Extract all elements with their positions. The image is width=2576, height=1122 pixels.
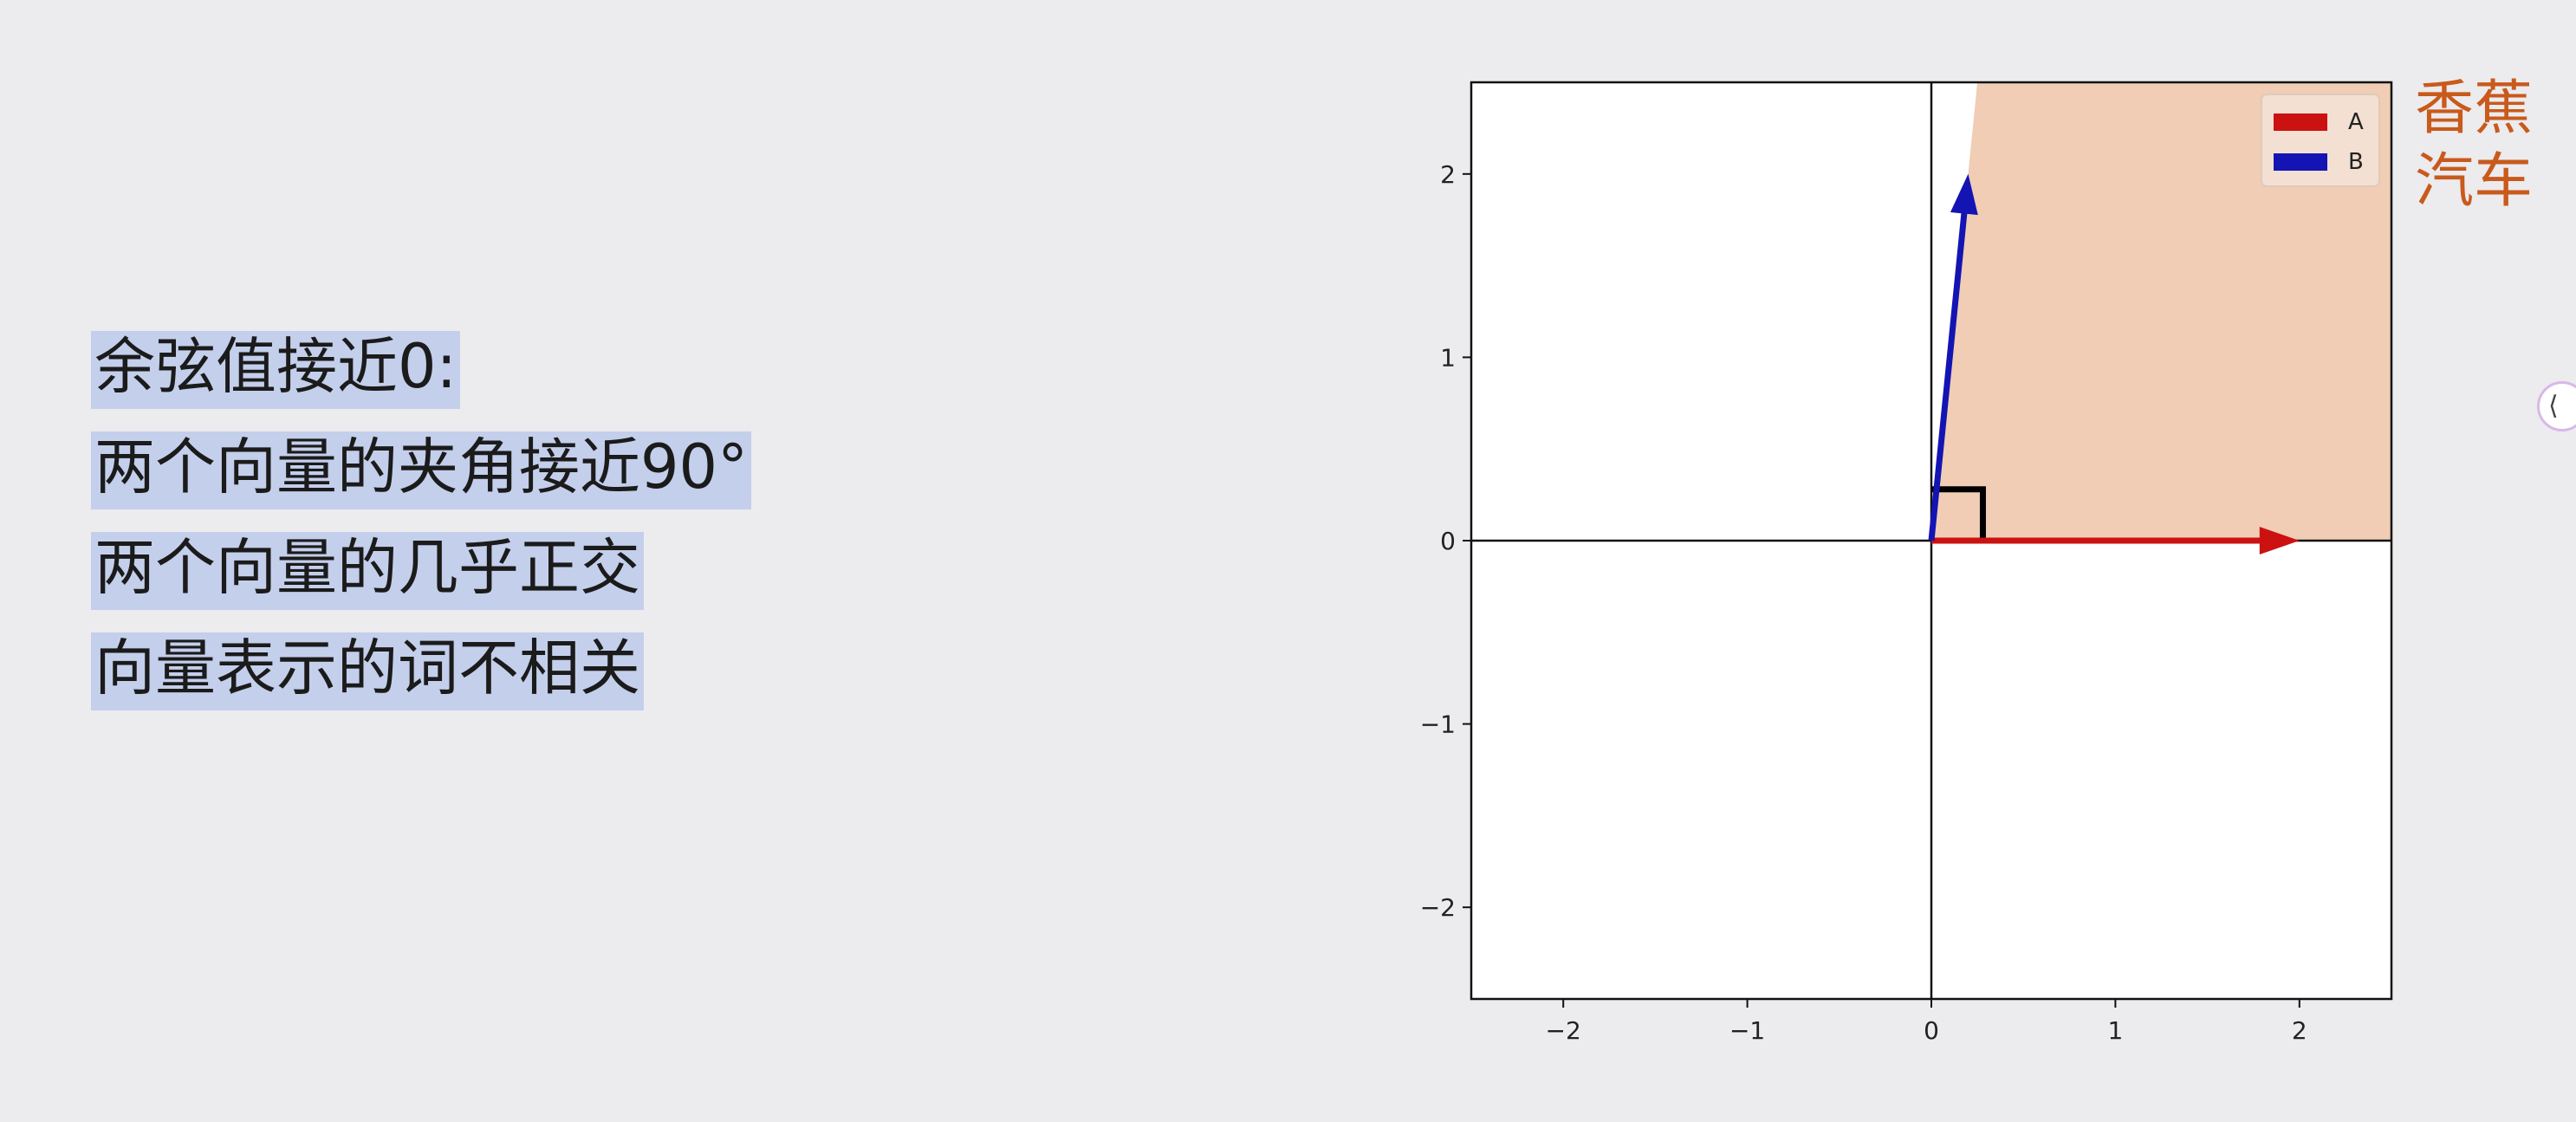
text-line-3: 两个向量的几乎正交 (91, 517, 751, 618)
y-tick-label: −1 (1420, 710, 1456, 739)
legend-swatch-b (2274, 153, 2327, 171)
side-tool-icon[interactable]: ⟨ (2537, 381, 2576, 431)
y-tick-label: 2 (1440, 160, 1456, 189)
x-tick-label: −1 (1729, 1016, 1765, 1045)
y-tick-label: 1 (1440, 343, 1456, 372)
text-line-1: 余弦值接近0: (91, 316, 751, 417)
y-tick-label: 0 (1440, 527, 1456, 555)
word-label-car: 汽车 (2415, 147, 2534, 216)
x-tick-label: 0 (1924, 1016, 1939, 1045)
x-tick-label: 2 (2292, 1016, 2307, 1045)
word-label-banana: 香蕉 (2415, 75, 2534, 143)
explanation-text: 余弦值接近0: 两个向量的夹角接近90° 两个向量的几乎正交 向量表示的词不相关 (91, 316, 752, 718)
vector-a-arrow (1931, 527, 2300, 555)
legend-swatch-a (2274, 113, 2327, 131)
x-tick-label: −2 (1546, 1016, 1581, 1045)
legend-label-b: B (2348, 149, 2364, 175)
x-tick-label: 1 (2107, 1016, 2123, 1045)
legend-label-a: A (2348, 109, 2364, 135)
text-line-2: 两个向量的夹角接近90° (91, 417, 752, 517)
y-tick-label: −2 (1420, 893, 1456, 922)
shaded-angle-region (1931, 82, 2391, 541)
right-angle-marker (1931, 486, 1986, 541)
text-line-4: 向量表示的词不相关 (91, 618, 751, 718)
vector-b-arrow (1928, 173, 1978, 542)
